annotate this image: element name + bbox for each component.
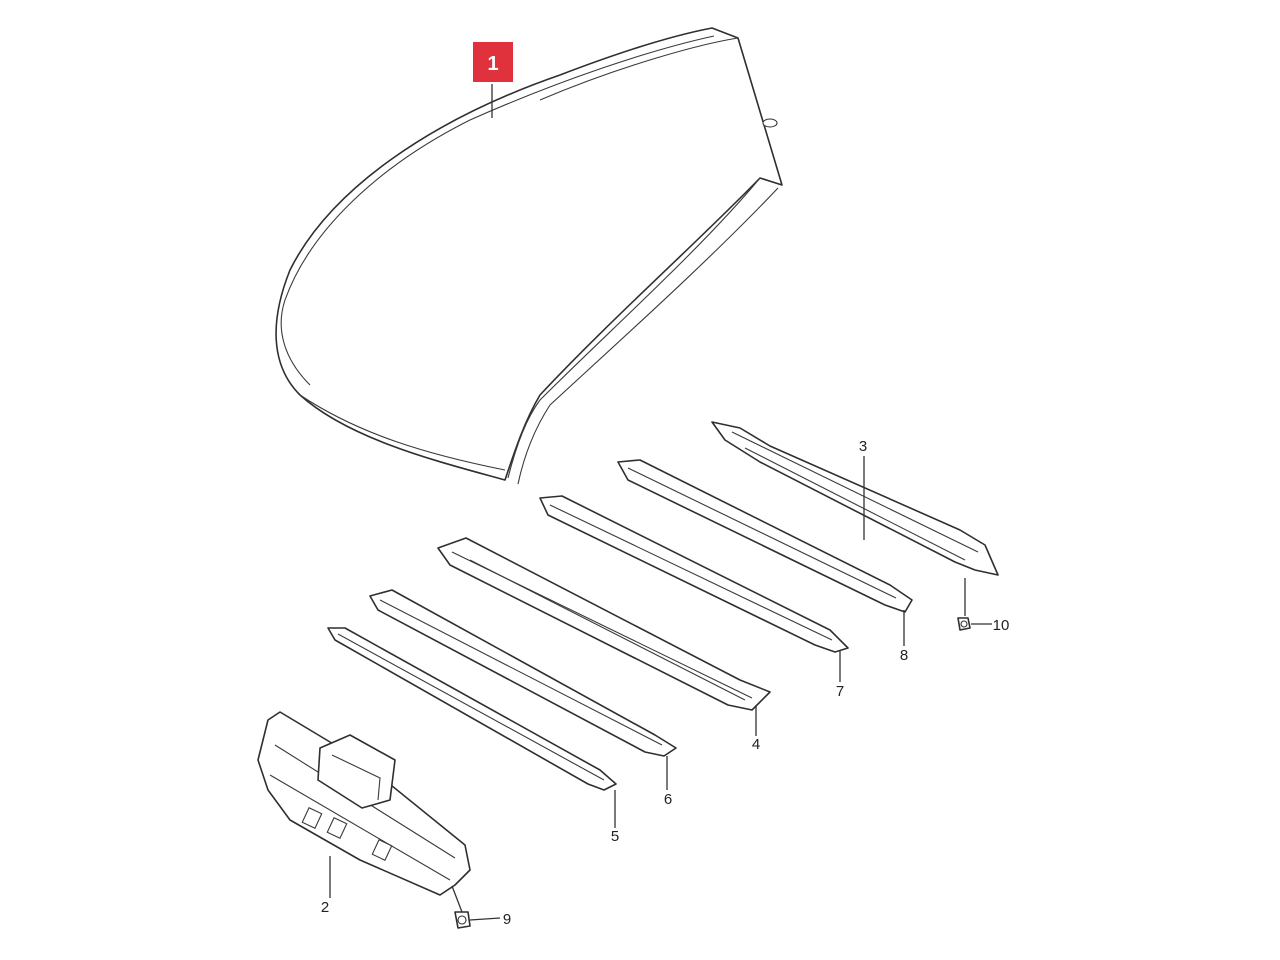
roof-bow-part-5[interactable] (327, 627, 617, 791)
roof-bow-part-7[interactable] (539, 495, 849, 653)
callout-1-badge[interactable]: 1 (473, 42, 513, 82)
roof-bow-part-8[interactable] (617, 459, 913, 613)
callout-8-label[interactable]: 8 (900, 647, 908, 664)
bolt-part-10[interactable] (957, 617, 971, 631)
callout-2-label[interactable]: 2 (321, 899, 329, 916)
roof-panel-part-1[interactable] (275, 27, 783, 485)
callout-3-label[interactable]: 3 (859, 438, 867, 455)
callout-1-label: 1 (487, 53, 498, 75)
leader-lines (329, 84, 992, 921)
callout-6-label[interactable]: 6 (664, 791, 672, 808)
callout-4-label[interactable]: 4 (752, 736, 760, 753)
bolt-part-9[interactable] (454, 911, 471, 929)
callout-10-label[interactable]: 10 (993, 617, 1010, 634)
callout-9-label[interactable]: 9 (503, 911, 511, 928)
roof-bow-part-6[interactable] (369, 589, 677, 757)
roof-header-part-2[interactable] (257, 711, 471, 896)
roof-bow-part-3[interactable] (711, 421, 999, 576)
callout-7-label[interactable]: 7 (836, 683, 844, 700)
callout-5-label[interactable]: 5 (611, 828, 619, 845)
roof-bow-part-4[interactable] (437, 537, 771, 711)
